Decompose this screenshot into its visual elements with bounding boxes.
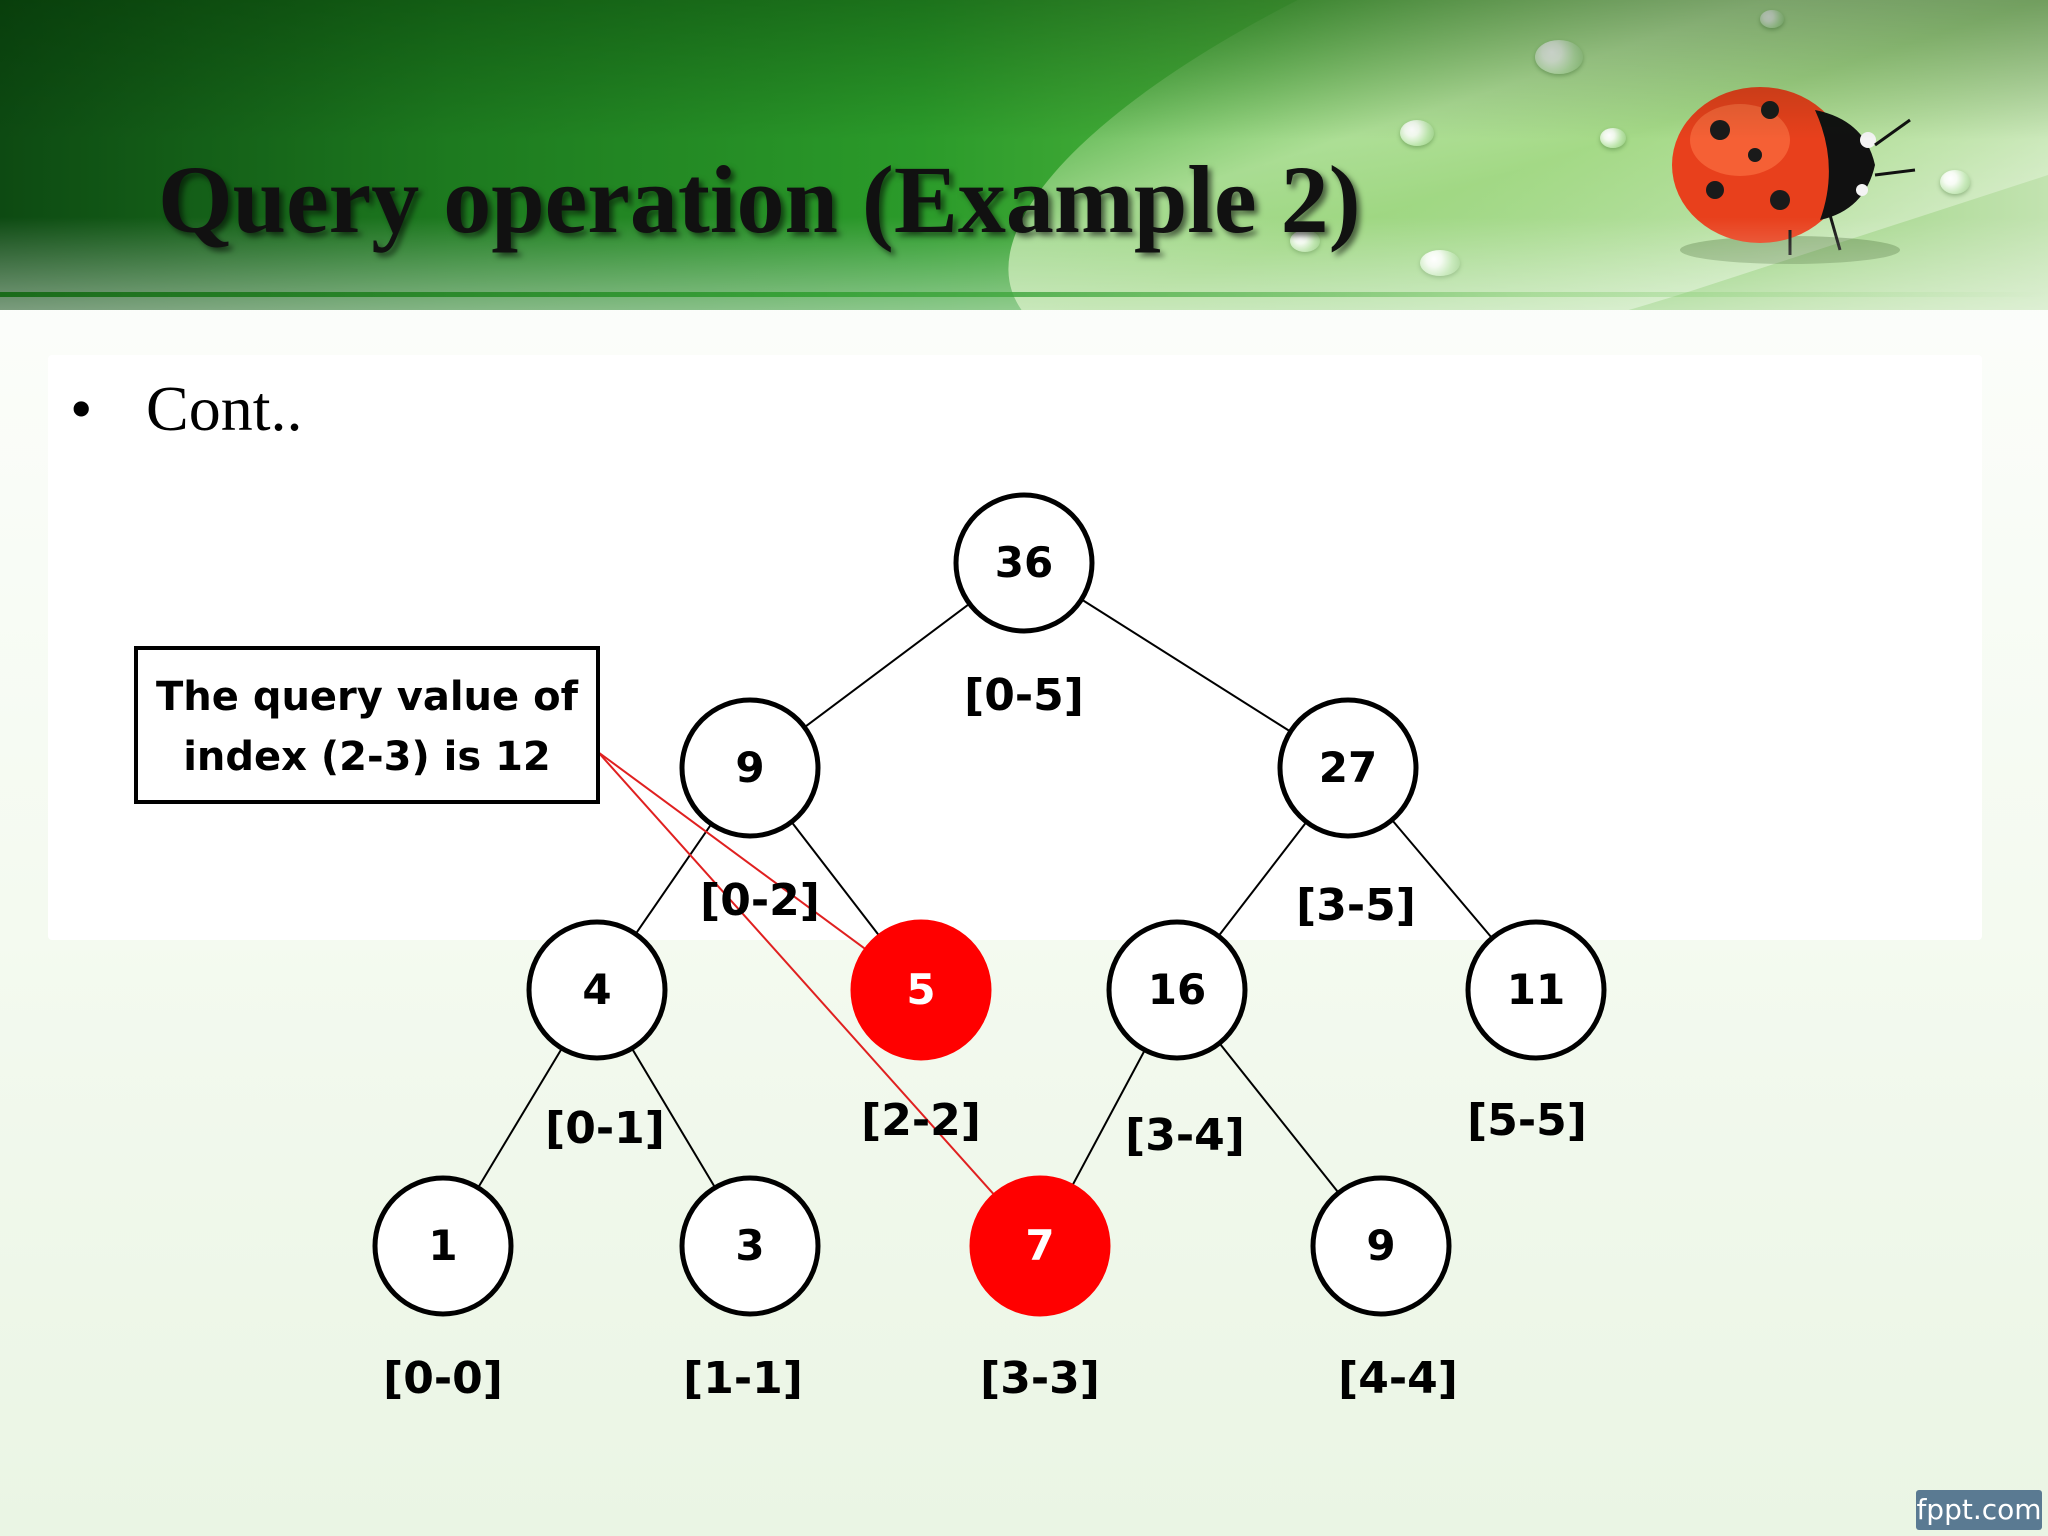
bullet-dot: • — [70, 373, 93, 444]
node-value: 1 — [428, 1221, 457, 1270]
tree-node: 11 — [1465, 919, 1607, 1061]
page-title: Query operation (Example 2) — [158, 146, 1361, 253]
node-value: 4 — [582, 965, 611, 1014]
node-range-label: [1-1] — [683, 1353, 803, 1404]
callout-line-2: index (2-3) is 12 — [183, 734, 551, 780]
tree-node-highlighted: 7 — [969, 1175, 1111, 1317]
tree-node: 27 — [1277, 697, 1419, 839]
water-drop-icon — [1420, 250, 1460, 276]
tree-node: 3 — [679, 1175, 821, 1317]
tree-edge — [1391, 819, 1493, 939]
tree-edge — [631, 1047, 716, 1189]
tree-edge — [790, 821, 881, 937]
tree-edge — [803, 602, 971, 729]
callout-link-line — [597, 751, 867, 951]
callout-links — [597, 751, 996, 1196]
bullet-text: Cont.. — [146, 373, 303, 444]
tree-edges — [477, 598, 1493, 1194]
water-drop-icon — [1940, 170, 1970, 194]
header-banner — [0, 0, 2048, 310]
header-shade — [0, 0, 2048, 310]
node-range-label: [3-5] — [1296, 880, 1416, 931]
title-rule — [0, 292, 2048, 297]
node-range-label: [4-4] — [1338, 1353, 1458, 1404]
tree-node: 9 — [679, 697, 821, 839]
node-value: 11 — [1507, 965, 1565, 1014]
node-range-label: [5-5] — [1467, 1095, 1587, 1146]
tree-node: 1 — [372, 1175, 514, 1317]
node-circle — [953, 492, 1095, 634]
node-circle — [1465, 919, 1607, 1061]
ladybug-icon — [1672, 87, 1916, 264]
node-circle — [1277, 697, 1419, 839]
node-value: 5 — [906, 965, 935, 1014]
node-circle — [679, 697, 821, 839]
callout-line-1: The query value of — [156, 674, 579, 720]
tree-node: 9 — [1310, 1175, 1452, 1317]
node-value: 7 — [1025, 1221, 1054, 1270]
callout-border — [134, 646, 600, 804]
node-circle — [372, 1175, 514, 1317]
tree-edge — [1071, 1049, 1146, 1187]
water-drop-icon — [1600, 128, 1626, 148]
tree-node-highlighted: 5 — [850, 919, 992, 1061]
node-circle — [1310, 1175, 1452, 1317]
tree-node: 16 — [1106, 919, 1248, 1061]
node-circle — [679, 1175, 821, 1317]
node-value: 16 — [1148, 965, 1206, 1014]
water-drop-icon — [1290, 230, 1320, 252]
tree-range-labels: [0-5] [0-2] [3-5] [0-1] [2-2] [3-4] [5-5] [0-0]… — [383, 670, 1587, 1404]
node-value: 9 — [735, 743, 764, 792]
callout-box: The query value of index (2-3) is 12 — [134, 646, 600, 804]
node-circle — [850, 919, 992, 1061]
node-range-label: [0-2] — [700, 875, 820, 926]
tree-edge — [1217, 821, 1308, 937]
water-drop-icon — [1760, 10, 1784, 28]
node-circle — [1106, 919, 1248, 1061]
tree-edge — [1080, 598, 1292, 733]
node-range-label: [3-4] — [1125, 1110, 1245, 1161]
node-value: 36 — [995, 538, 1053, 587]
tree-node: 4 — [526, 919, 668, 1061]
callout-link-line — [597, 751, 996, 1196]
water-drop-icon — [1400, 120, 1434, 146]
bullet-item: • Cont.. — [70, 372, 302, 446]
tree-node: 36 — [953, 492, 1095, 634]
node-range-label: [3-3] — [980, 1353, 1100, 1404]
tree-edge — [634, 823, 713, 935]
node-range-label: [0-5] — [964, 670, 1084, 721]
node-value: 9 — [1366, 1221, 1395, 1270]
tree-edge — [477, 1047, 563, 1189]
node-range-label: [2-2] — [861, 1095, 981, 1146]
tree-edge — [1218, 1042, 1340, 1194]
node-circle — [526, 919, 668, 1061]
node-range-label: [0-0] — [383, 1353, 503, 1404]
node-value: 27 — [1319, 743, 1377, 792]
water-drop-icon — [1535, 40, 1583, 74]
node-circle — [969, 1175, 1111, 1317]
watermark-badge: fppt.com — [1916, 1490, 2042, 1530]
node-value: 3 — [735, 1221, 764, 1270]
node-range-label: [0-1] — [545, 1103, 665, 1154]
